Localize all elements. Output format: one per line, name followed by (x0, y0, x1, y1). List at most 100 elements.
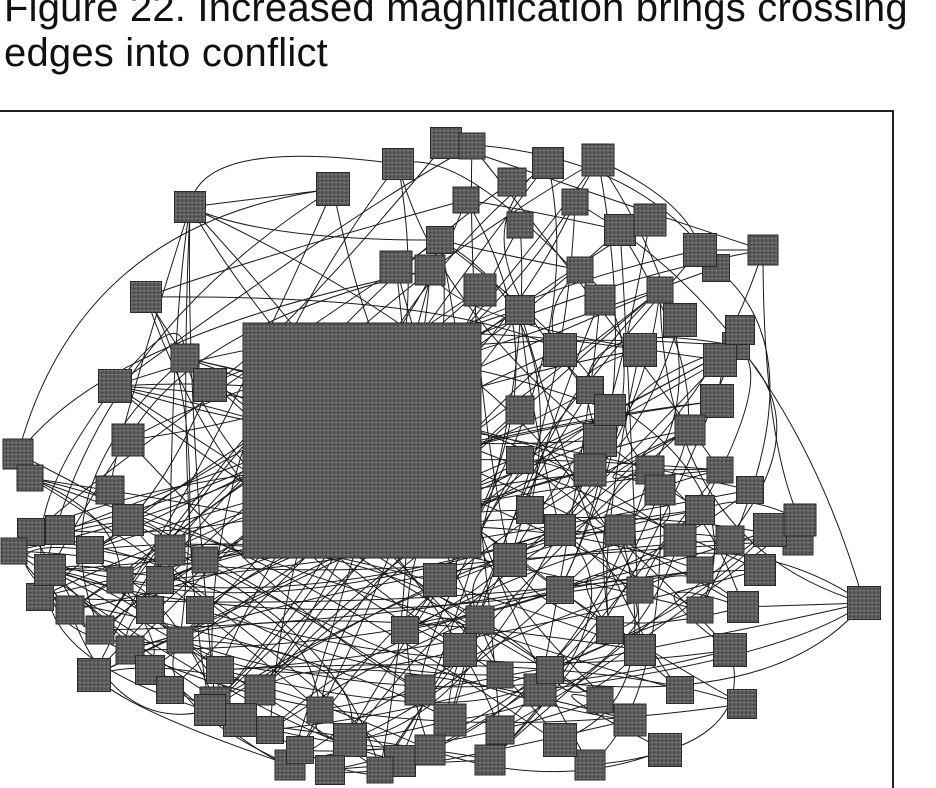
graph-node (55, 595, 85, 625)
graph-node (747, 234, 779, 266)
graph-node (633, 203, 667, 237)
graph-node (753, 513, 787, 547)
graph-node (574, 749, 606, 781)
graph-node (596, 616, 624, 644)
graph-node (516, 496, 544, 524)
graph-node (333, 723, 367, 757)
graph-edge (559, 289, 661, 531)
graph-figure (0, 110, 936, 788)
graph-node (703, 343, 737, 377)
graph-edge (129, 620, 641, 651)
graph-node (497, 167, 527, 197)
graph-node (725, 315, 755, 345)
graph-node (546, 576, 574, 604)
graph-node (561, 188, 589, 216)
graph-edge (612, 429, 691, 479)
graph-node (458, 132, 486, 160)
graph-node (486, 661, 514, 689)
graph-node (146, 566, 174, 594)
graph-node (170, 343, 200, 373)
graph-node (223, 703, 257, 737)
graph-node (111, 423, 145, 457)
graph-node (573, 453, 607, 487)
graph-node (727, 591, 759, 623)
graph-node (713, 633, 747, 667)
graph-node (404, 674, 436, 706)
graph-node (34, 554, 66, 586)
graph-edge (189, 188, 334, 208)
graph-diagram (0, 110, 894, 788)
graph-edge (129, 589, 561, 651)
graph-node (663, 303, 697, 337)
graph-node (583, 423, 617, 457)
graph-node (584, 284, 616, 316)
graph-node (744, 554, 776, 586)
graph-node (414, 734, 446, 766)
graph-node (85, 615, 115, 645)
graph-node (452, 186, 480, 214)
graph-node (379, 250, 413, 284)
graph-edge (673, 591, 744, 651)
graph-node (493, 543, 527, 577)
graph-edge (509, 299, 601, 561)
graph-node (443, 633, 477, 667)
graph-node (532, 147, 564, 179)
graph-node (95, 475, 125, 505)
graph-node (736, 476, 764, 504)
graph-node (624, 634, 656, 666)
graph-node (674, 414, 706, 446)
graph-node (130, 281, 162, 313)
graph-node (194, 694, 226, 726)
graph-edge (429, 749, 666, 773)
graph-node (648, 733, 682, 767)
graph-node (154, 534, 186, 566)
graph-edge (189, 155, 399, 208)
graph-edge (99, 529, 771, 631)
graph-node (685, 495, 715, 525)
graph-node (433, 703, 467, 737)
graph-edge (449, 539, 681, 721)
graph-node (286, 736, 314, 764)
graph-edge (625, 345, 737, 471)
graph-node (543, 723, 577, 757)
graph-edge (185, 206, 211, 711)
graph-node (663, 523, 697, 557)
graph-edge (397, 163, 701, 511)
graph-node (306, 696, 334, 724)
diagram-frame (0, 110, 894, 788)
graph-node (485, 715, 515, 745)
graph-edge (439, 239, 541, 511)
graph-edge (329, 249, 701, 771)
graph-node (465, 605, 495, 635)
graph-edge (80, 357, 186, 631)
graph-edge (619, 229, 689, 491)
graph-edge (127, 269, 431, 441)
graph-node (506, 446, 534, 474)
graph-node (613, 703, 647, 737)
graph-node (98, 369, 132, 403)
graph-node (174, 191, 206, 223)
graph-node (366, 756, 394, 784)
graph-nodes (0, 127, 881, 785)
graph-node (644, 474, 676, 506)
graph-edge (399, 224, 523, 762)
graph-node (566, 256, 594, 284)
graph-node (244, 674, 276, 706)
graph-node (700, 384, 734, 418)
graph-node (76, 536, 104, 564)
caption-line-2: edges into conflict (4, 31, 328, 75)
graph-edge (419, 459, 521, 691)
graph-node (686, 556, 714, 584)
graph-node (474, 744, 506, 776)
graph-node (2, 438, 34, 470)
graph-edge (586, 337, 737, 441)
graph-node (106, 566, 134, 594)
graph-node (430, 127, 462, 159)
graph-node (206, 656, 234, 684)
graph-node (423, 563, 457, 597)
graph-node (706, 456, 734, 484)
graph-node (316, 172, 350, 206)
graph-edge (49, 569, 221, 671)
graph-node (26, 583, 54, 611)
graph-node (505, 395, 535, 425)
